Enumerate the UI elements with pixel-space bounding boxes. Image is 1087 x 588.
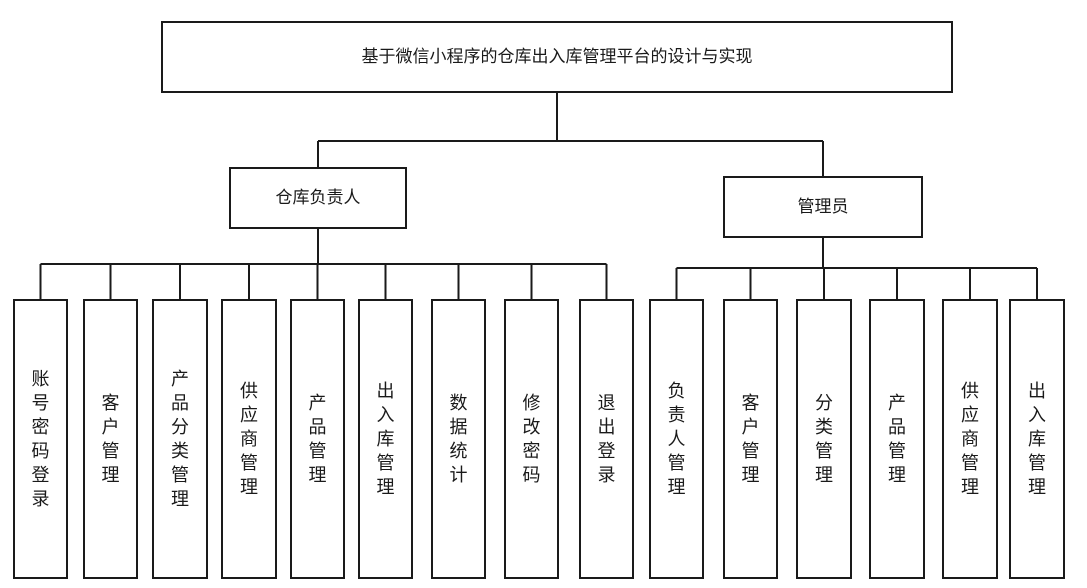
leaf-box <box>869 299 925 579</box>
leaf-node: 产品管理 <box>869 299 925 579</box>
leaf-box <box>649 299 704 579</box>
leaf-node: 修改密码 <box>504 299 559 579</box>
leaf-label: 产品分类管理 <box>171 369 189 510</box>
leaf-label: 分类管理 <box>815 393 833 486</box>
leaf-box <box>942 299 998 579</box>
leaf-node: 负责人管理 <box>649 299 704 579</box>
leaf-box <box>13 299 68 579</box>
root-label: 基于微信小程序的仓库出入库管理平台的设计与实现 <box>362 47 753 67</box>
leaf-node: 客户管理 <box>723 299 778 579</box>
connector-lines <box>39 92 1038 300</box>
leaf-nodes: 账号密码登录 客户管理 产品分类管理 供应商管理 产品管理 出入库管理 数据统计 修改密码 退出… <box>13 299 1065 579</box>
leaf-box <box>1009 299 1065 579</box>
leaf-node: 客户管理 <box>83 299 138 579</box>
leaf-label: 数据统计 <box>450 393 468 486</box>
leaf-box <box>152 299 208 579</box>
branch-node-warehouse-manager: 仓库负责人 <box>229 167 407 229</box>
leaf-label: 账号密码登录 <box>32 369 50 510</box>
leaf-label: 出入库管理 <box>377 381 395 498</box>
leaf-label: 修改密码 <box>523 393 541 486</box>
root-node: 基于微信小程序的仓库出入库管理平台的设计与实现 <box>161 21 953 93</box>
branch-label: 仓库负责人 <box>276 188 361 208</box>
leaf-node: 供应商管理 <box>221 299 277 579</box>
leaf-label: 产品管理 <box>888 393 906 486</box>
leaf-label: 供应商管理 <box>240 381 258 498</box>
leaf-box <box>796 299 852 579</box>
leaf-box <box>358 299 413 579</box>
leaf-box <box>579 299 634 579</box>
leaf-box <box>431 299 486 579</box>
leaf-label: 出入库管理 <box>1028 381 1046 498</box>
leaf-label: 供应商管理 <box>961 381 979 498</box>
branch-node-administrator: 管理员 <box>723 176 923 238</box>
leaf-node: 出入库管理 <box>1009 299 1065 579</box>
leaf-node: 分类管理 <box>796 299 852 579</box>
leaf-box <box>723 299 778 579</box>
leaf-label: 客户管理 <box>102 393 120 486</box>
leaf-node: 产品分类管理 <box>152 299 208 579</box>
leaf-node: 退出登录 <box>579 299 634 579</box>
leaf-label: 负责人管理 <box>668 381 686 498</box>
leaf-label: 退出登录 <box>598 393 616 486</box>
leaf-node: 出入库管理 <box>358 299 413 579</box>
leaf-box <box>504 299 559 579</box>
leaf-box <box>83 299 138 579</box>
leaf-node: 数据统计 <box>431 299 486 579</box>
leaf-box <box>290 299 345 579</box>
leaf-label: 产品管理 <box>309 393 327 486</box>
leaf-label: 客户管理 <box>742 393 760 486</box>
leaf-node: 账号密码登录 <box>13 299 68 579</box>
leaf-node: 供应商管理 <box>942 299 998 579</box>
branch-label: 管理员 <box>798 197 849 217</box>
leaf-node: 产品管理 <box>290 299 345 579</box>
leaf-box <box>221 299 277 579</box>
